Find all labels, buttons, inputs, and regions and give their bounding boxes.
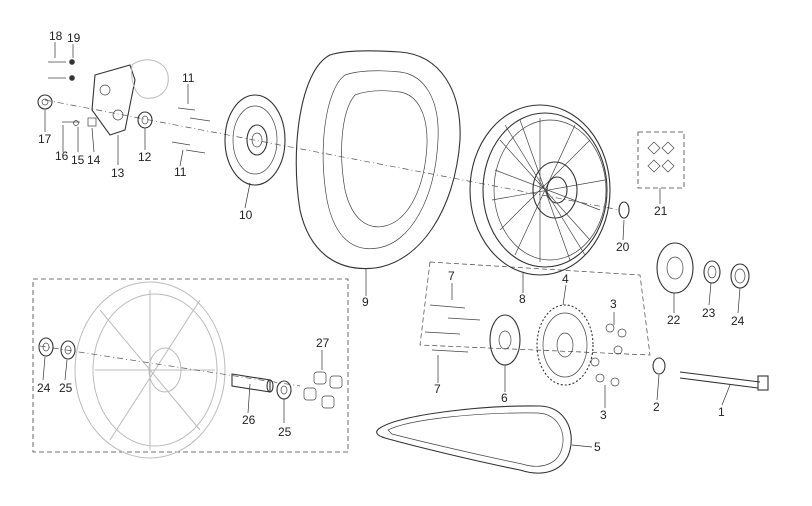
- sprocket-4: [536, 304, 594, 386]
- callout-18: 18: [49, 29, 63, 43]
- rear-wheel: [469, 104, 611, 276]
- seal-17: [37, 94, 53, 110]
- callout-25a: 25: [59, 381, 73, 395]
- bearing-23: [703, 260, 721, 284]
- callout-4: 4: [562, 272, 569, 286]
- callout-17: 17: [38, 132, 52, 146]
- bolts-18: [48, 59, 75, 81]
- callout-16: 16: [55, 149, 69, 163]
- callout-3a: 3: [610, 297, 617, 311]
- tire: [295, 50, 461, 270]
- ghost-assembly-box: [32, 278, 349, 453]
- axle-1: [679, 371, 769, 391]
- callout-11b: 11: [174, 165, 187, 179]
- callout-13: 13: [111, 166, 125, 180]
- callout-3b: 3: [600, 408, 607, 422]
- callout-27: 27: [316, 336, 330, 350]
- brake-caliper: [131, 59, 169, 99]
- callout-26: 26: [242, 413, 256, 427]
- bearing-25b: [276, 380, 292, 400]
- ghost-wheel: [74, 281, 226, 459]
- callout-6: 6: [501, 391, 508, 405]
- leader-lines: [42, 42, 741, 448]
- callout-12: 12: [138, 150, 152, 164]
- axle-adjuster-20: [618, 201, 630, 219]
- seal-24b: [38, 337, 54, 357]
- brake-disc: [224, 94, 286, 186]
- axle-centerline: [44, 99, 621, 211]
- callout-21: 21: [654, 204, 668, 218]
- callout-5: 5: [594, 440, 601, 454]
- callout-23: 23: [702, 306, 716, 320]
- callout-7b: 7: [434, 382, 441, 396]
- callout-10: 10: [239, 208, 253, 222]
- callout-20: 20: [616, 240, 630, 254]
- ghost-centerline: [39, 345, 301, 387]
- callout-8: 8: [519, 292, 526, 306]
- seal-24: [730, 263, 750, 289]
- callout-15: 15: [71, 153, 85, 167]
- sprocket-carrier-22: [656, 242, 694, 294]
- callout-11a: 11: [182, 71, 195, 85]
- callout-1: 1: [718, 405, 725, 419]
- drive-belt-5: [376, 405, 572, 474]
- callout-24a: 24: [731, 314, 745, 328]
- caliper-bracket: [91, 64, 136, 136]
- callout-25b: 25: [278, 425, 292, 439]
- callout-22: 22: [667, 313, 681, 327]
- callout-2: 2: [653, 400, 660, 414]
- damper-set-21: [637, 131, 685, 189]
- group-box: [419, 261, 651, 356]
- callout-24b: 24: [37, 381, 51, 395]
- callout-19: 19: [67, 31, 81, 45]
- callout-14: 14: [87, 153, 101, 167]
- bearing-25a: [60, 340, 76, 360]
- bolts-14-16: [62, 117, 97, 127]
- callout-labels: 1 2 3 3 4 5 6 7 7 8 9 10 11 11 12 13 14 …: [37, 29, 745, 454]
- bolts-11: [171, 107, 211, 154]
- dampers-27: [303, 371, 343, 409]
- hub-6: [489, 314, 521, 366]
- callout-7a: 7: [448, 269, 455, 283]
- spacer-26: [231, 373, 274, 393]
- bolts-7: [424, 304, 481, 353]
- collar-2: [652, 357, 666, 375]
- callout-9: 9: [362, 295, 369, 309]
- nuts-3: [590, 323, 627, 387]
